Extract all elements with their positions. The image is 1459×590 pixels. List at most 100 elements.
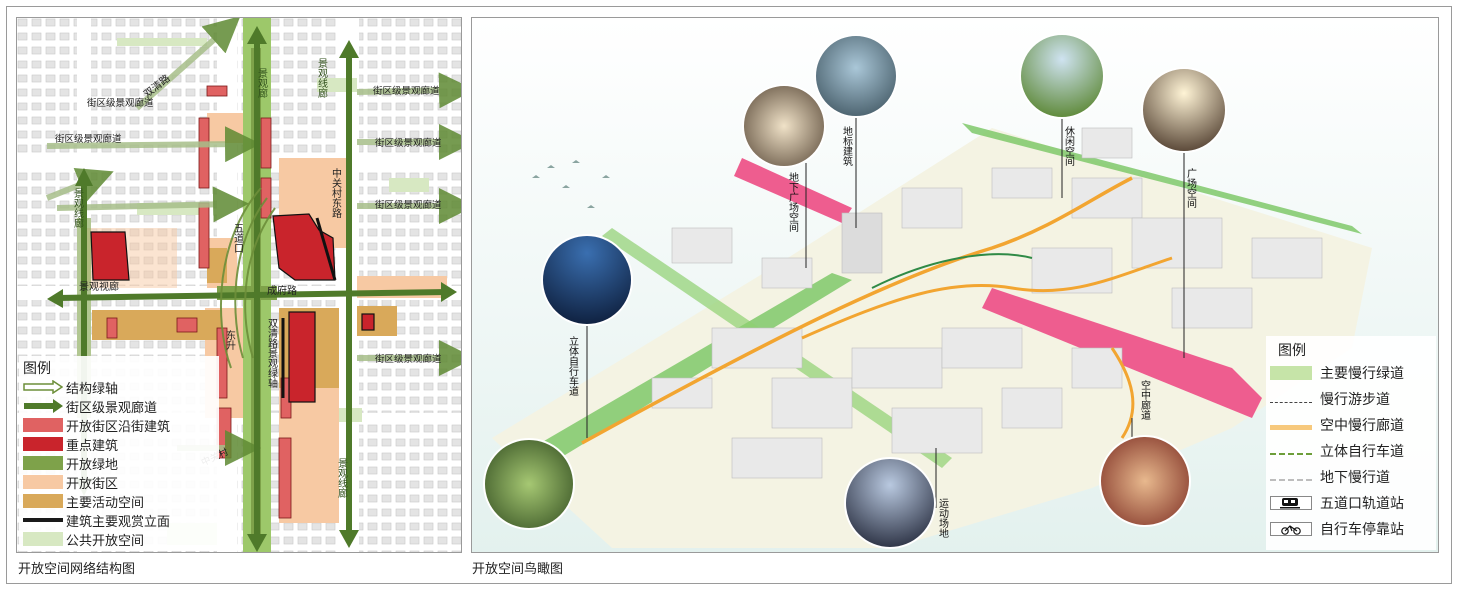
legend-item-green-way: 主要慢行绿道 (1270, 364, 1404, 382)
label-diagonal-2: 东升 (224, 329, 236, 351)
legend-label: 地下慢行道 (1320, 470, 1390, 486)
label-chengfu-road: 成府路 (267, 284, 297, 297)
aerial-legend-title: 图例 (1278, 343, 1306, 359)
city-buildings (651, 127, 1323, 479)
legend-label: 重点建筑 (66, 438, 119, 454)
legend-item-underground: 地下慢行道 (1270, 468, 1390, 486)
legend-label: 空中慢行廊道 (1320, 418, 1404, 434)
photo-sport (844, 457, 936, 549)
callout-bike: 立体自行车道 (567, 335, 579, 396)
label-street-corridor: 街区级景观廊道 (87, 97, 154, 109)
map-caption: 开放空间网络结构图 (18, 562, 136, 577)
legend-label: 自行车停靠站 (1320, 522, 1404, 538)
legend-swatch (23, 532, 63, 546)
label-street-corridor: 街区级景观廊道 (375, 199, 442, 211)
legend-label: 主要活动空间 (66, 495, 145, 511)
legend-label: 公共开放空间 (66, 533, 145, 549)
photo-green-tunnel (483, 438, 575, 530)
legend-swatch (23, 456, 63, 470)
structural-axes (56, 38, 448, 538)
aerial-view: 地标建筑 地下广场空间 休闲空间 广场空间 立体自行车道 空中廊道 运动场地 图… (471, 17, 1439, 553)
photo-sky-corridor (1099, 435, 1191, 527)
callout-sky: 空中廊道 (1139, 379, 1151, 420)
legend-swatch (1270, 453, 1312, 455)
network-structure-map: 景观廊 景观线廊 景观线廊 景观线廊 街区级景观廊道 街区级景观廊道 街区级景观… (16, 17, 462, 553)
legend-item-activity: 主要活动空间 (23, 492, 145, 511)
legend-item-sky-corridor: 空中慢行廊道 (1270, 416, 1404, 434)
sky-corridor (801, 256, 1173, 340)
photo-bike (541, 234, 633, 326)
photo-landmark (814, 34, 898, 118)
callout-landmark: 地标建筑 (841, 125, 853, 166)
legend-swatch (1270, 424, 1312, 430)
legend-label: 结构绿轴 (66, 381, 119, 397)
green-strip-west (532, 273, 852, 463)
legend-item-station: 五道口轨道站 (1270, 494, 1404, 512)
label-street-corridor: 街区级景观廊道 (373, 85, 440, 97)
sky-corridor (581, 176, 1133, 445)
legend-swatch (1270, 479, 1312, 481)
bike-icon (1270, 522, 1312, 536)
legend-label: 开放绿地 (66, 457, 119, 473)
figure-frame (6, 6, 1452, 584)
label-corridor-bottom: 景观线廊 (336, 458, 348, 499)
legend-label: 开放街区 (66, 476, 119, 492)
slow-green-way (871, 253, 1033, 289)
photo-leisure (1019, 33, 1105, 119)
callout-sport: 运动场地 (937, 498, 949, 538)
callout-plaza: 广场空间 (1185, 168, 1197, 209)
label-middle-east: 中关村东路 (330, 167, 342, 219)
label-axis-vertical: 双清路景观绿轴 (266, 318, 278, 389)
label-corridor-right-top: 景观线廊 (316, 58, 328, 99)
aerial-legend: 图例 主要慢行绿道 慢行游步道 空中慢行廊道 立体自行车道 地下慢行道 (1266, 336, 1436, 550)
label-street-corridor: 街区级景观廊道 (375, 137, 442, 149)
legend-swatch (23, 475, 63, 489)
legend-item-bike-stop: 自行车停靠站 (1270, 520, 1404, 538)
birds (532, 160, 610, 208)
label-west-view: 景观视廊 (79, 280, 119, 293)
label-corridor-left: 景观线廊 (72, 188, 84, 229)
label-corridor-top: 景观廊 (256, 68, 268, 99)
legend-item-key-buildings: 重点建筑 (23, 435, 119, 454)
solid-arrow-icon (24, 399, 63, 413)
callout-lines (586, 118, 1185, 508)
legend-swatch (1270, 366, 1312, 380)
legend-swatch (23, 513, 63, 527)
legend-swatch (1270, 401, 1312, 403)
label-street-corridor: 街区级景观廊道 (55, 133, 122, 145)
outline-arrow-icon (23, 380, 63, 394)
legend-label: 五道口轨道站 (1320, 496, 1404, 512)
map-legend: 图例 结构绿轴 街区级景观廊道 开放街区沿街建筑 重点建筑 开放绿地 开放街区 … (19, 356, 219, 551)
label-diagonal-1: 五道口 (232, 223, 244, 253)
legend-item-open-block: 开放街区 (23, 473, 119, 492)
sky-corridor (1110, 347, 1135, 439)
axis-arrowheads (47, 26, 457, 552)
train-icon (1270, 496, 1312, 510)
legend-label: 主要慢行绿道 (1320, 366, 1404, 382)
legend-item-bike-lane: 立体自行车道 (1270, 442, 1404, 460)
vine-lines (220, 187, 276, 369)
photo-plaza (1141, 67, 1227, 153)
photo-underground (742, 84, 826, 168)
callout-leisure: 休闲空间 (1063, 126, 1075, 167)
pink-strip-north (734, 158, 852, 223)
legend-item-walkway: 慢行游步道 (1270, 390, 1390, 408)
legend-label: 立体自行车道 (1320, 444, 1404, 460)
legend-item-open-green: 开放绿地 (23, 454, 119, 473)
legend-label: 街区级景观廊道 (66, 400, 158, 416)
legend-label: 建筑主要观赏立面 (66, 514, 171, 530)
map-legend-title: 图例 (23, 361, 51, 377)
label-street-corridor: 街区级景观廊道 (375, 353, 442, 365)
legend-item-street-buildings: 开放街区沿街建筑 (23, 416, 171, 435)
legend-item-street-corridor: 街区级景观廊道 (23, 397, 158, 416)
legend-item-structural-axis: 结构绿轴 (23, 378, 119, 397)
legend-item-public-space: 公共开放空间 (23, 530, 145, 549)
legend-item-facade: 建筑主要观赏立面 (23, 511, 171, 530)
legend-swatch (23, 437, 63, 451)
legend-label: 开放街区沿街建筑 (66, 419, 171, 435)
legend-label: 慢行游步道 (1320, 392, 1390, 408)
facade-line (315, 217, 337, 281)
legend-swatch (23, 494, 63, 508)
callout-underground: 地下广场空间 (787, 171, 799, 233)
legend-swatch (23, 418, 63, 432)
